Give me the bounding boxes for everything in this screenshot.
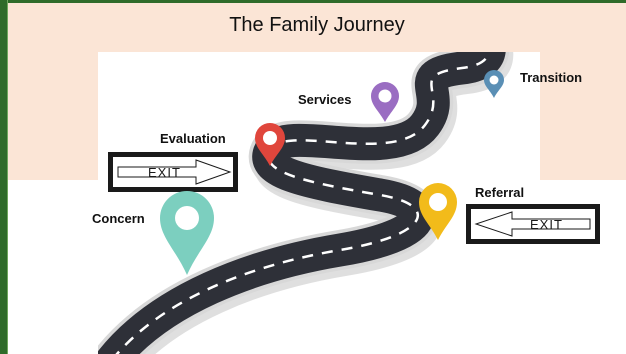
stage-label-concern: Concern <box>92 211 145 226</box>
exit-sign-right: EXIT <box>466 204 600 244</box>
stage-label-referral: Referral <box>475 185 525 200</box>
slide-title: The Family Journey <box>229 14 405 36</box>
exit-sign-right-text: EXIT <box>530 217 563 232</box>
stage-label-evaluation: Evaluation <box>160 131 226 146</box>
exit-left-arrow-icon <box>474 211 591 237</box>
exit-right-arrow-icon <box>117 159 232 185</box>
stage-label-services: Services <box>298 92 352 107</box>
slide-left-border <box>0 0 7 354</box>
transition-pin-icon <box>484 70 504 98</box>
stage-label-transition: Transition <box>520 70 583 85</box>
slide-top-border <box>0 0 626 3</box>
exit-sign-left-text: EXIT <box>148 165 181 180</box>
evaluation-pin-icon <box>255 123 285 166</box>
slide-left-border-accent <box>7 0 8 354</box>
services-pin-icon <box>371 82 399 122</box>
concern-pin-icon <box>160 191 214 275</box>
referral-pin-icon <box>419 183 457 240</box>
exit-sign-left: EXIT <box>108 152 238 192</box>
